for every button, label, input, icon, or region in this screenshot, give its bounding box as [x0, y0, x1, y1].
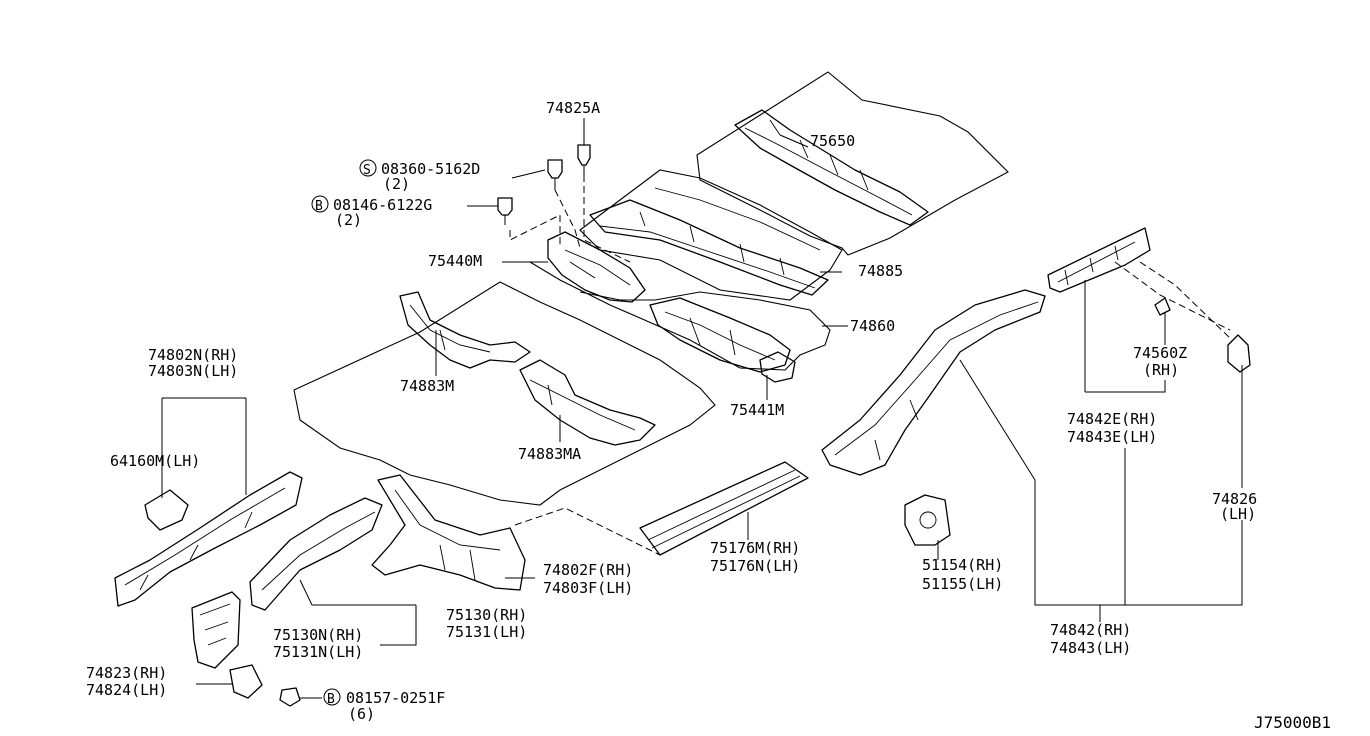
symbol-circles: S B B [311, 159, 377, 707]
clip-74825A[interactable] [577, 144, 591, 175]
label-74842: 74842(RH) [1050, 621, 1131, 639]
label-74825A: 74825A [546, 99, 600, 117]
label-74823: 74823(RH) [86, 664, 167, 682]
label-75440M: 75440M [428, 252, 482, 270]
bracket-64160M[interactable] [144, 489, 189, 531]
label-74826-side: (LH) [1220, 505, 1256, 523]
label-74824: 74824(LH) [86, 681, 167, 699]
label-74802F: 74802F(RH) [543, 561, 633, 579]
leader-lines [161, 118, 1243, 699]
bolt-08157[interactable] [279, 687, 301, 707]
diagram-code: J75000B1 [1254, 713, 1331, 732]
label-08157-qty: (6) [348, 705, 375, 723]
label-74843E: 74843E(LH) [1067, 428, 1157, 446]
part-labels: 74825A 08360-5162D (2) 08146-6122G (2) 7… [86, 99, 1331, 732]
label-75130N: 75130N(RH) [273, 626, 363, 644]
member-74802N[interactable] [114, 471, 303, 607]
label-74843: 74843(LH) [1050, 639, 1131, 657]
front-floor-panel[interactable] [293, 281, 716, 506]
screw-symbol: S [363, 163, 371, 178]
crossmember-74860[interactable] [529, 261, 831, 373]
label-08146: 08146-6122G [333, 196, 432, 214]
member-75130N[interactable] [249, 497, 383, 611]
rear-floor-panel-75650[interactable] [696, 71, 1009, 256]
sill-75176M[interactable] [639, 461, 809, 556]
label-08360: 08360-5162D [381, 160, 480, 178]
member-74883MA[interactable] [519, 359, 656, 446]
label-08360-qty: (2) [383, 175, 410, 193]
label-74560Z: 74560Z [1133, 344, 1187, 362]
label-75441M: 75441M [730, 401, 784, 419]
label-74803N: 74803N(LH) [148, 362, 238, 380]
label-74860: 74860 [850, 317, 895, 335]
label-74803F: 74803F(LH) [543, 579, 633, 597]
label-74842E: 74842E(RH) [1067, 410, 1157, 428]
bracket-51154[interactable] [904, 494, 951, 546]
label-75131: 75131(LH) [446, 623, 527, 641]
bolt-symbol-08157: B [327, 692, 335, 707]
label-74802N: 74802N(RH) [148, 346, 238, 364]
bolt-symbol-08146: B [315, 199, 323, 214]
fasteners [279, 144, 591, 707]
bracket-75441M[interactable] [759, 351, 796, 383]
label-74885: 74885 [858, 262, 903, 280]
floor-crossmember-74885[interactable] [579, 169, 843, 301]
label-75130: 75130(RH) [446, 606, 527, 624]
rear-side-member-74842[interactable] [821, 289, 1046, 476]
label-74560Z-side: (RH) [1143, 361, 1179, 379]
bracket-75440M[interactable] [547, 231, 646, 303]
label-75650: 75650 [810, 132, 855, 150]
bracket-74823[interactable] [191, 591, 263, 699]
screw-08360[interactable] [547, 159, 563, 190]
label-51155: 51155(LH) [922, 575, 1003, 593]
side-member-74802F[interactable] [371, 474, 526, 591]
member-74883M[interactable] [399, 291, 531, 369]
label-74883M: 74883M [400, 377, 454, 395]
bolt-08146[interactable] [497, 197, 513, 225]
label-75176N: 75176N(LH) [710, 557, 800, 575]
label-51154: 51154(RH) [922, 556, 1003, 574]
dashed-assembly-lines [509, 175, 1233, 556]
bracket-74560Z[interactable] [1154, 297, 1171, 316]
label-75176M: 75176M(RH) [710, 539, 800, 557]
label-74883MA: 74883MA [518, 445, 581, 463]
bracket-74826[interactable] [1227, 334, 1251, 373]
label-74826: 74826 [1212, 490, 1257, 508]
label-75131N: 75131N(LH) [273, 643, 363, 661]
extension-74842E[interactable] [1047, 227, 1151, 293]
label-64160M: 64160M(LH) [110, 452, 200, 470]
label-08146-qty: (2) [335, 211, 362, 229]
label-08157: 08157-0251F [346, 689, 445, 707]
